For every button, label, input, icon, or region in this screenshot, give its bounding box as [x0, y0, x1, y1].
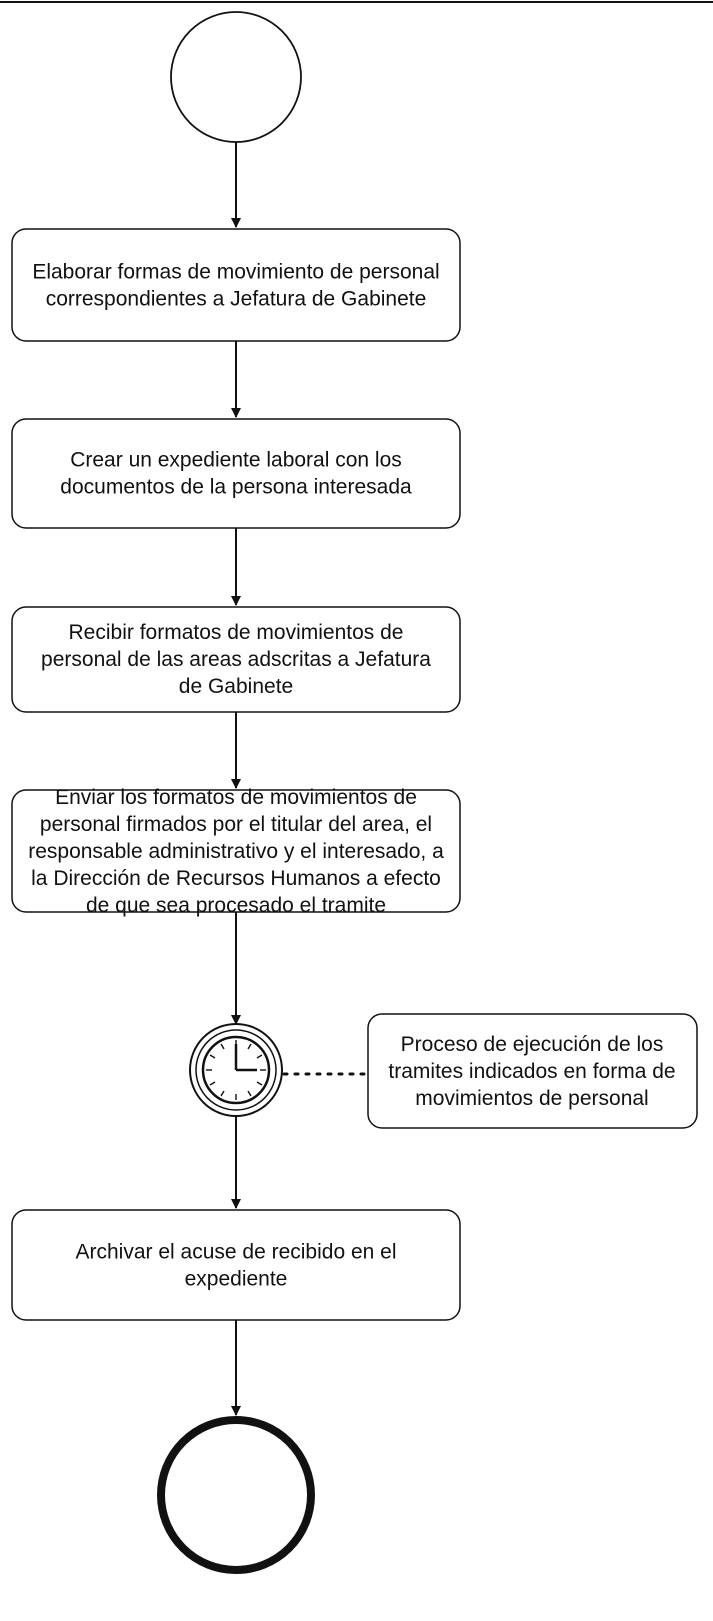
task-1-label: correspondientes a Jefatura de Gabinete — [46, 288, 427, 311]
task-box-5 — [11, 1209, 461, 1321]
task-4-label: responsable administrativo y el interesa… — [28, 840, 444, 863]
annotation-box — [367, 1013, 698, 1129]
task-3-label: personal de las areas adscritas a Jefatu… — [41, 648, 431, 671]
annotation-label: movimientos de personal — [415, 1087, 648, 1110]
task-3-label: Recibir formatos de movimientos de — [69, 621, 404, 644]
task-2-label: Crear un expediente laboral con los — [70, 449, 402, 472]
task-5-label: expediente — [185, 1268, 288, 1291]
task-2-label: documentos de la persona interesada — [60, 476, 412, 499]
task-box-2 — [11, 418, 461, 529]
task-box-1 — [11, 228, 461, 342]
task-box-4 — [11, 789, 461, 913]
task-4-label: la Dirección de Recursos Humanos a efect… — [31, 867, 441, 890]
task-4-label: de que sea procesado el tramite — [86, 894, 386, 917]
task-box-3 — [11, 606, 461, 713]
task-4-label: personal firmados por el titular del are… — [40, 813, 432, 836]
task-1-label: Elaborar formas de movimiento de persona… — [32, 261, 439, 284]
task-3-label: de Gabinete — [179, 675, 293, 698]
task-5-label: Archivar el acuse de recibido en el — [75, 1241, 396, 1264]
task-4-label: Enviar los formatos de movimientos de — [55, 786, 417, 809]
timer-event — [189, 1023, 283, 1117]
end-event — [157, 1416, 315, 1574]
annotation-label: Proceso de ejecución de los — [401, 1033, 664, 1056]
clock-icon — [201, 1035, 271, 1105]
start-event — [170, 11, 302, 143]
annotation-label: tramites indicados en forma de — [388, 1060, 675, 1083]
